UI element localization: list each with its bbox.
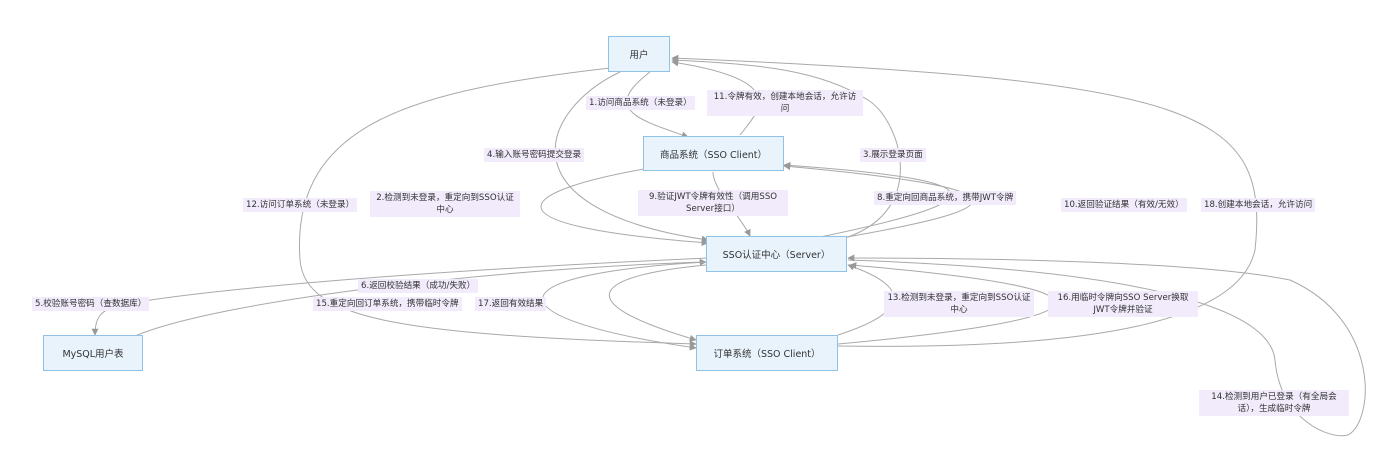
node-order-system: 订单系统（SSO Client） (696, 335, 838, 371)
edge-label-4: 4.输入账号密码提交登录 (484, 148, 585, 162)
edge-label-11: 11.令牌有效，创建本地会话，允许访问 (707, 90, 863, 116)
edge-label-17: 17.返回有效结果 (475, 297, 547, 311)
edge-5 (91, 257, 709, 336)
edge-label-9: 9.验证JWT令牌有效性（调用SSO Server接口） (638, 190, 788, 216)
edge-15 (608, 264, 707, 342)
edge-label-5: 5.校验账号密码（查数据库） (32, 297, 150, 311)
edge-label-12: 12.访问订单系统（未登录） (243, 198, 358, 212)
edge-1 (626, 71, 689, 139)
edge-label-18: 18.创建本地会话，允许访问 (1201, 198, 1316, 212)
edge-18 (671, 54, 1258, 347)
node-user: 用户 (608, 36, 670, 72)
node-order-label: 订单系统（SSO Client） (713, 349, 821, 360)
node-user-label: 用户 (629, 50, 649, 61)
node-goods-label: 商品系统（SSO Client） (659, 149, 768, 161)
edge-label-14: 14.检测到用户已登录（有全局会话），生成临时令牌 (1199, 390, 1349, 416)
edge-label-15: 15.重定向回订单系统，携带临时令牌 (313, 297, 462, 311)
node-sso-server: SSO认证中心（Server） (706, 236, 847, 272)
node-sso-label: SSO认证中心（Server） (722, 250, 831, 261)
edge-label-13: 13.检测到未登录，重定向到SSO认证中心 (884, 291, 1034, 317)
edge-label-1: 1.访问商品系统（未登录） (586, 96, 695, 110)
node-mysql-label: MySQL用户表 (62, 349, 124, 360)
edge-label-8: 8.重定向回商品系统，携带JWT令牌 (874, 191, 1017, 205)
edge-label-3: 3.展示登录页面 (860, 148, 926, 162)
edge-label-10: 10.返回验证结果（有效/无效） (1061, 198, 1187, 212)
edge-label-2: 2.检测到未登录，重定向到SSO认证中心 (370, 191, 520, 217)
edge-label-16: 16.用临时令牌向SSO Server换取JWT令牌并验证 (1048, 291, 1198, 317)
node-goods-system: 商品系统（SSO Client） (643, 136, 784, 171)
edge-label-6: 6.返回校验结果（成功/失败） (358, 279, 479, 293)
edge-12 (298, 67, 697, 348)
edge-2 (540, 167, 709, 247)
node-mysql: MySQL用户表 (43, 335, 143, 371)
